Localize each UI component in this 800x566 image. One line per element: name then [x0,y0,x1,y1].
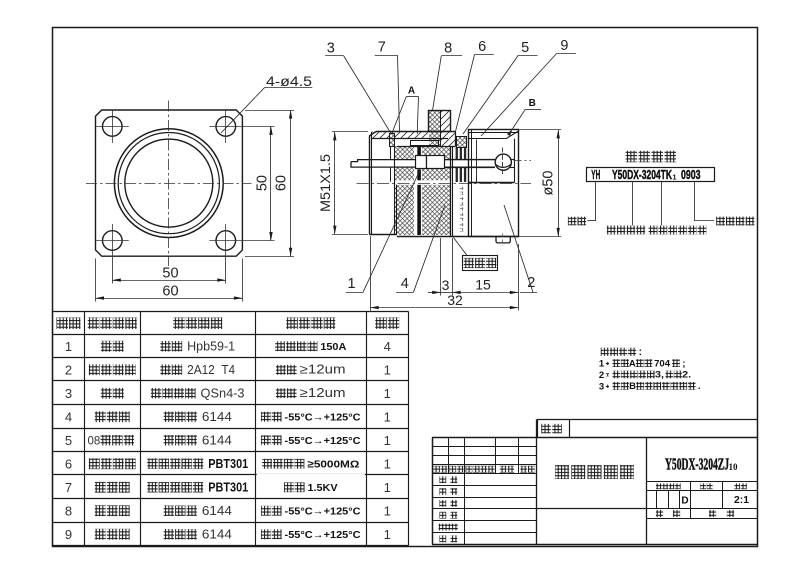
svg-text:≥5000MΩ: ≥5000MΩ [307,459,359,471]
svg-text:704: 704 [654,358,671,369]
svg-text:PBT301: PBT301 [208,480,248,494]
svg-text:2.: 2. [682,370,691,381]
svg-text:10: 10 [729,462,739,472]
svg-text:B: B [529,98,536,109]
svg-text:9: 9 [560,38,568,54]
svg-text:6: 6 [478,39,486,55]
svg-text:6144: 6144 [202,527,232,541]
svg-text:6: 6 [65,456,72,471]
svg-text:M51X1.5: M51X1.5 [318,154,333,212]
svg-text:A: A [408,86,415,97]
svg-text:5: 5 [521,40,529,56]
svg-text:1: 1 [348,276,356,292]
svg-text:2A12 T4: 2A12 T4 [187,363,235,377]
svg-text:3: 3 [442,277,450,293]
svg-text:6144: 6144 [202,410,232,424]
svg-text:1: 1 [384,503,391,518]
svg-text:≥12um: ≥12um [300,385,346,400]
svg-text:-55°C→+125°C: -55°C→+125°C [285,435,361,447]
svg-text:D: D [681,496,688,507]
svg-text:-55°C→+125°C: -55°C→+125°C [285,412,361,424]
svg-text:3: 3 [599,381,604,392]
svg-text:2: 2 [65,362,72,377]
svg-text::: : [639,347,642,358]
svg-text:15: 15 [475,277,491,293]
svg-text:Hpb59-1: Hpb59-1 [187,339,235,353]
svg-text:7: 7 [65,480,72,495]
svg-text:1.5KV: 1.5KV [308,482,338,494]
svg-text:PBT301: PBT301 [208,457,248,471]
svg-text:2:1: 2:1 [734,495,749,506]
svg-text:8: 8 [444,41,452,57]
svg-text:50: 50 [255,175,271,191]
svg-text:6144: 6144 [202,504,232,518]
svg-text:A: A [629,358,636,369]
svg-text:Y50DX-3204ZJ: Y50DX-3204ZJ [665,455,729,474]
svg-text:YH: YH [591,168,600,182]
svg-text:32: 32 [447,292,463,308]
svg-text:1: 1 [599,359,605,370]
svg-text:3: 3 [327,41,335,57]
svg-text:1: 1 [384,456,391,471]
svg-text:1: 1 [384,480,391,495]
svg-text:-55°C→+125°C: -55°C→+125°C [285,506,361,518]
svg-text:8: 8 [65,503,72,518]
svg-text:50: 50 [162,265,178,281]
svg-text:1: 1 [65,339,72,354]
svg-text:2: 2 [599,370,604,381]
svg-text:08: 08 [88,435,101,447]
svg-text:3: 3 [65,386,72,401]
svg-text:4: 4 [65,409,72,424]
svg-text:1: 1 [384,362,391,377]
svg-text:5: 5 [65,433,72,448]
svg-text:150A: 150A [320,341,346,353]
svg-text:1: 1 [384,527,391,542]
svg-text:60: 60 [162,283,178,299]
svg-text:QSn4-3: QSn4-3 [201,386,245,400]
svg-text:3,: 3, [655,370,664,381]
svg-text:ø50: ø50 [541,171,557,196]
svg-text:-55°C→+125°C: -55°C→+125°C [285,529,361,541]
svg-text:6144: 6144 [202,433,232,447]
svg-text:4: 4 [384,339,391,354]
svg-text:9: 9 [65,527,72,542]
svg-text:B: B [629,381,636,392]
svg-text:Y50DX-3204TK: Y50DX-3204TK [612,168,672,182]
svg-text:≥12um: ≥12um [300,362,346,377]
svg-text:1: 1 [384,433,391,448]
svg-text:1: 1 [384,409,391,424]
svg-text:4-ø4.5: 4-ø4.5 [266,74,312,89]
svg-text:.: . [698,381,701,392]
svg-text:1: 1 [384,386,391,401]
svg-text:4: 4 [401,276,409,292]
svg-text:2: 2 [527,275,535,291]
svg-text:;: ; [682,358,685,369]
svg-text:7: 7 [378,40,386,56]
svg-text:0903: 0903 [681,168,701,182]
svg-text:1: 1 [672,173,676,182]
svg-text:60: 60 [273,175,289,191]
